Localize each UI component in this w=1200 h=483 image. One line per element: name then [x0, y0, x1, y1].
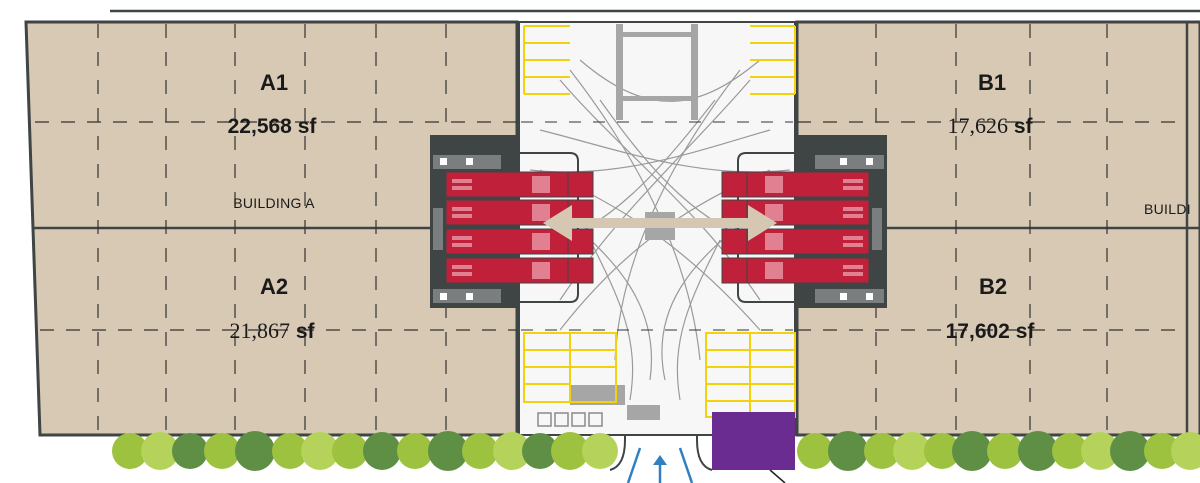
equipment-pad — [570, 385, 625, 405]
truck — [721, 228, 870, 255]
unit-b1-area: 17,626 sf — [947, 113, 1033, 138]
building-a — [24, 20, 519, 437]
truck — [721, 171, 870, 198]
parking-bottom-left — [523, 332, 617, 403]
truck — [445, 228, 594, 255]
parking-bottom-right — [705, 332, 796, 418]
dumpster-enclosure — [712, 412, 795, 470]
unit-b2-name: B2 — [979, 274, 1007, 299]
parking-top-right — [750, 25, 796, 95]
unit-a2-name: A2 — [260, 274, 288, 299]
entry-arrow-icon — [626, 447, 694, 483]
trucks-left — [445, 171, 594, 284]
unit-b2-area: 17,602 sf — [946, 320, 1036, 343]
tree-row — [112, 431, 1200, 471]
trucks-right — [721, 171, 870, 284]
unit-a1-area: 22,568 sf — [228, 115, 318, 138]
truck — [721, 257, 870, 284]
building-b-label: BUILDI — [1144, 201, 1191, 217]
site-line — [769, 469, 786, 483]
gate-structure — [616, 24, 698, 120]
truck — [445, 257, 594, 284]
parking-top-left — [523, 25, 570, 95]
equipment-pad-small — [627, 405, 660, 420]
truck — [445, 199, 594, 226]
unit-a2-area: 21,867 sf — [229, 318, 315, 343]
entry-curb-right — [696, 435, 713, 471]
building-a-label: BUILDING A — [233, 195, 315, 211]
unit-a1-name: A1 — [260, 70, 288, 95]
truck — [445, 171, 594, 198]
entry-curb-left — [609, 435, 626, 471]
unit-b1-name: B1 — [978, 70, 1006, 95]
double-arrow-icon — [543, 205, 777, 241]
bollards — [537, 412, 603, 427]
